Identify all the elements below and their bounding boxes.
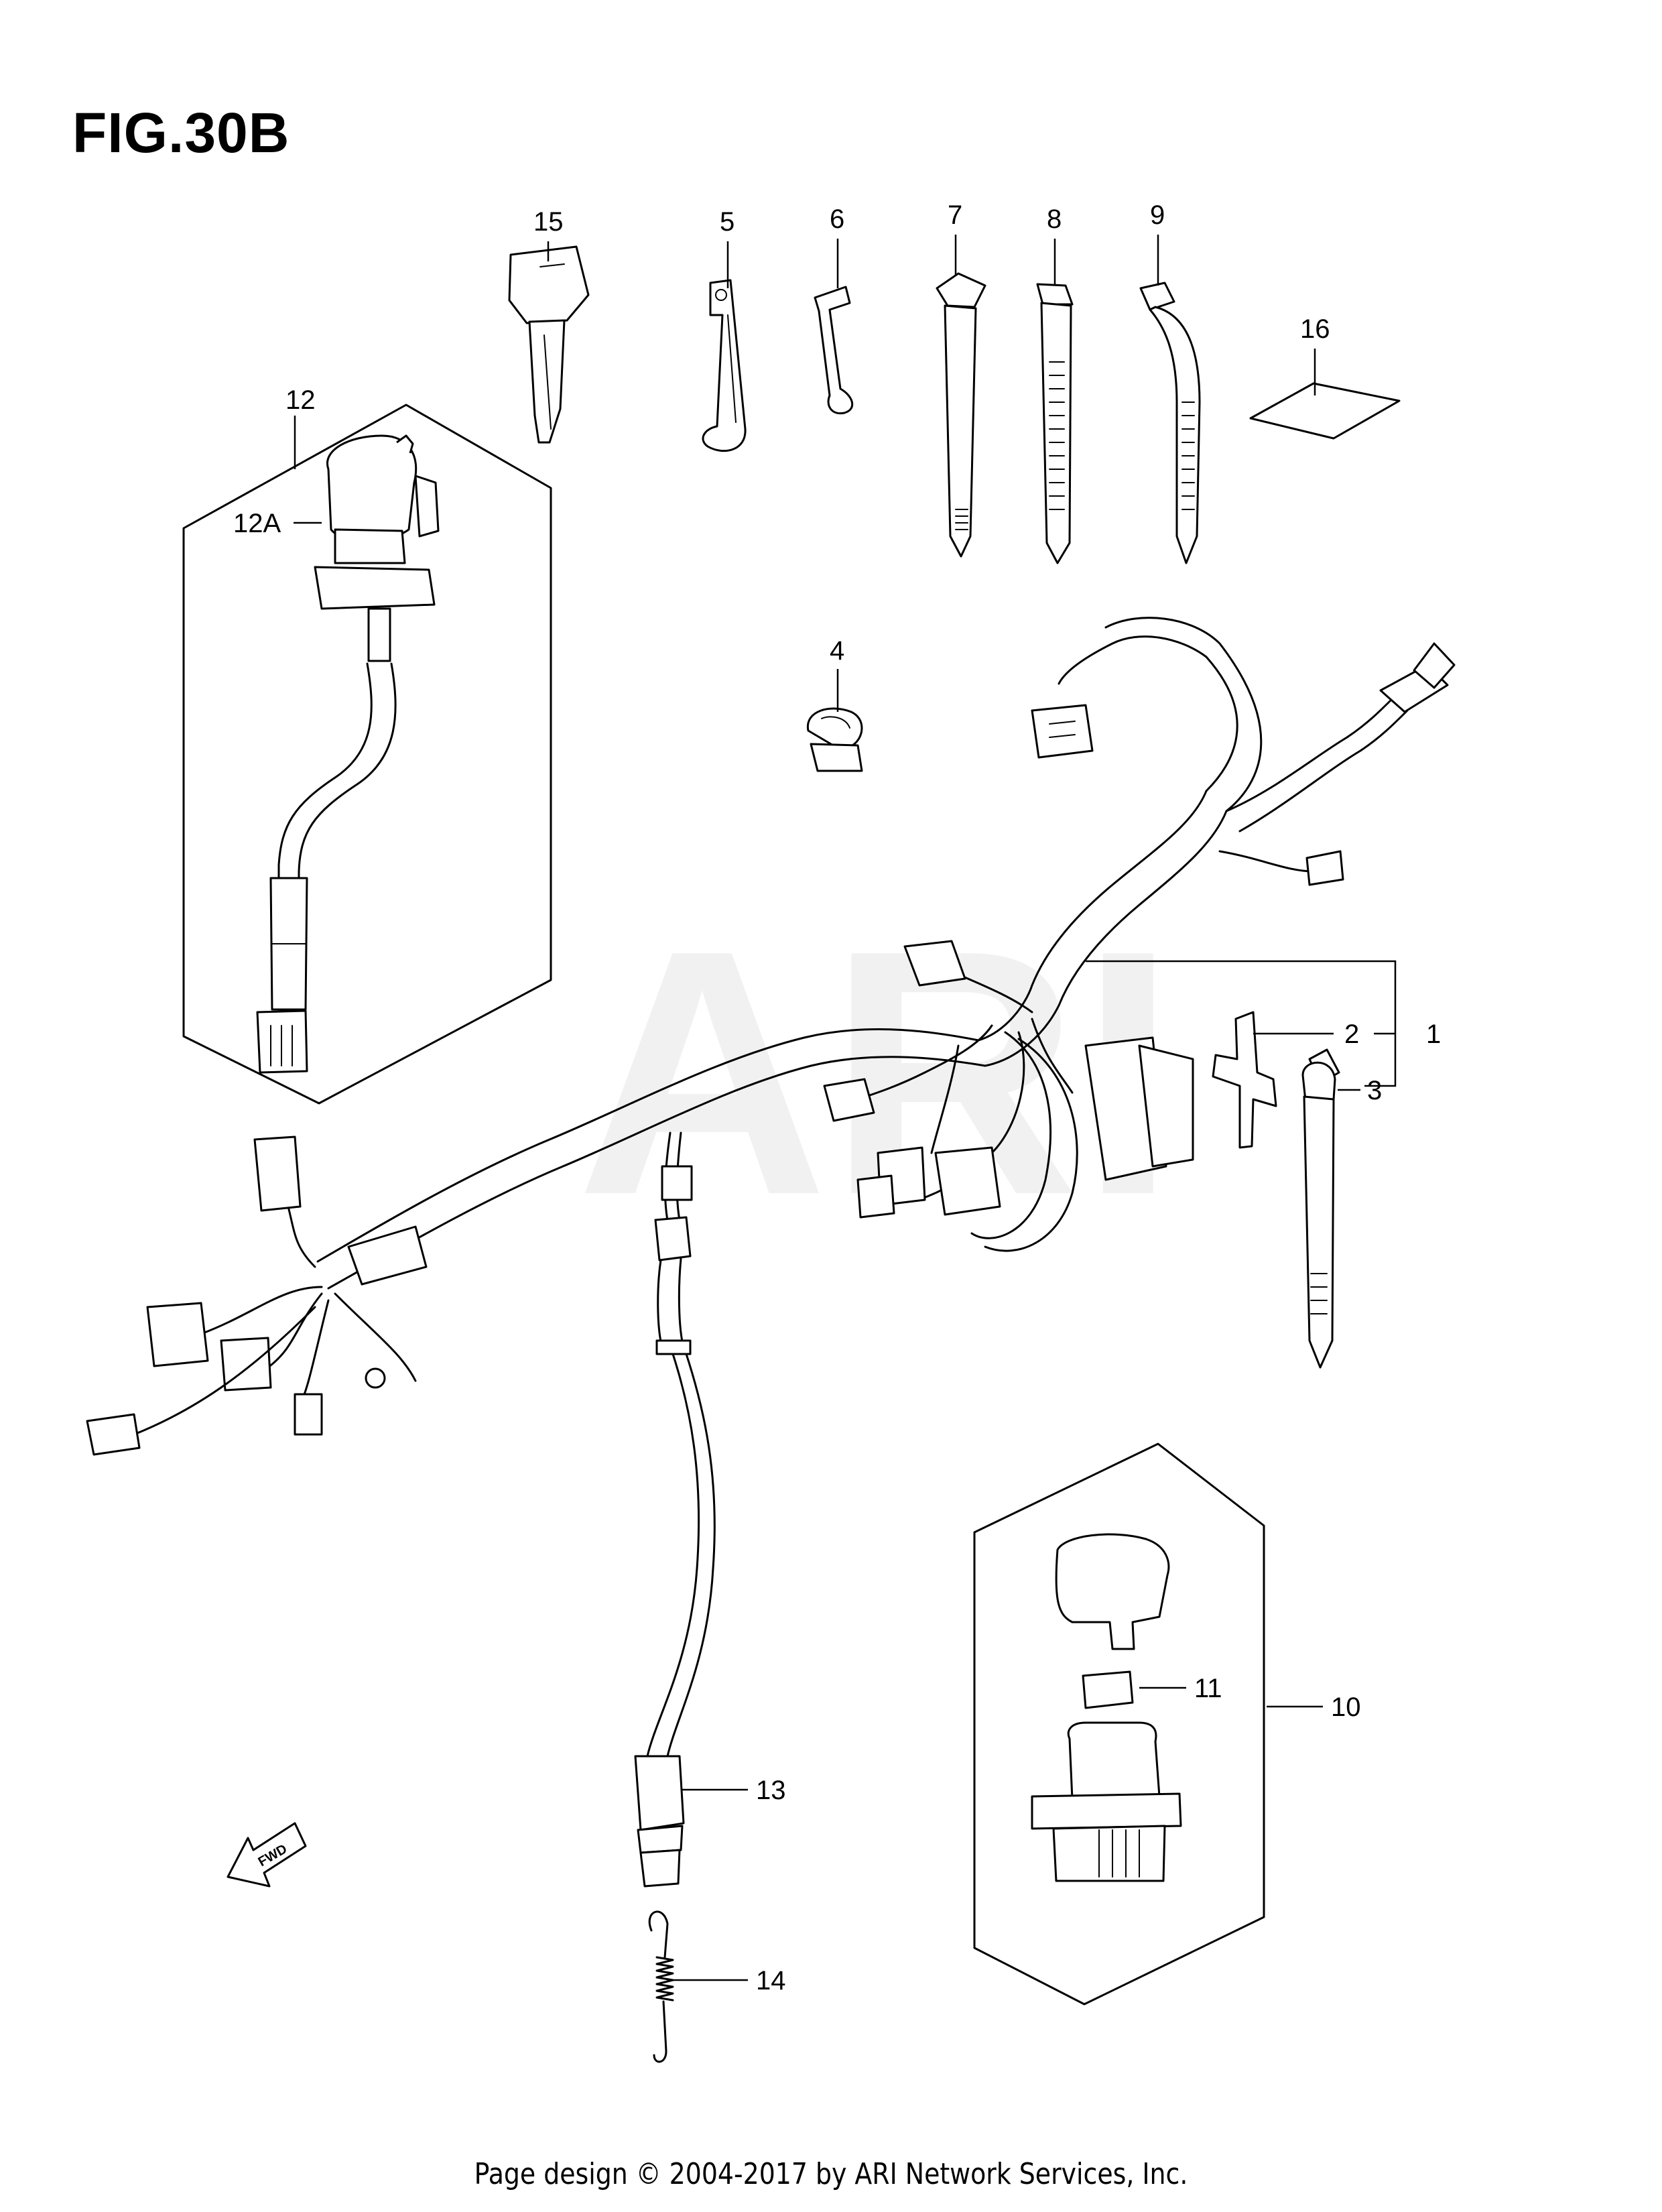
callout-15: 15 xyxy=(533,207,564,237)
callout-13: 13 xyxy=(756,1776,786,1805)
cable-tie-9 xyxy=(1139,282,1201,564)
callout-6: 6 xyxy=(830,204,844,234)
callout-10: 10 xyxy=(1331,1693,1361,1722)
ignition-switch-assy-12 xyxy=(182,404,552,1105)
callout-2: 2 xyxy=(1344,1020,1359,1049)
leader-lines xyxy=(294,235,1397,1981)
main-wiring-harness xyxy=(86,617,1456,1456)
callout-4: 4 xyxy=(830,636,844,666)
cable-tie-7 xyxy=(936,272,986,558)
callout-8: 8 xyxy=(1047,204,1062,234)
callout-9: 9 xyxy=(1150,200,1165,230)
return-spring-14 xyxy=(648,1910,674,2063)
callout-3: 3 xyxy=(1367,1076,1382,1105)
callout-7: 7 xyxy=(948,200,962,230)
callout-16: 16 xyxy=(1300,314,1330,344)
cable-tie-8 xyxy=(1036,283,1074,564)
warning-label-16 xyxy=(1249,382,1401,440)
callout-14: 14 xyxy=(756,1966,786,1995)
callout-12: 12 xyxy=(285,385,316,415)
clamp-tie-3 xyxy=(1301,1048,1340,1369)
figure-title: FIG.30B xyxy=(72,101,290,164)
ignition-key xyxy=(508,245,590,444)
harness-bracket-2 xyxy=(1212,1011,1277,1149)
callout-5: 5 xyxy=(720,207,734,237)
harness-clamp-4 xyxy=(806,707,863,772)
callout-1: 1 xyxy=(1426,1020,1441,1049)
starter-relay-assy-10 xyxy=(973,1442,1265,2006)
page-footer: Page design © 2004-2017 by ARI Network S… xyxy=(474,2157,1188,2191)
fwd-arrow-icon: FWD xyxy=(227,1822,307,1888)
callout-12a: 12A xyxy=(233,509,281,538)
callout-labels: 12 12A 15 5 6 7 8 9 16 4 1 2 3 11 10 13 … xyxy=(233,200,1441,1995)
wire-clip-6 xyxy=(814,286,854,415)
callout-11: 11 xyxy=(1194,1674,1222,1703)
wire-clamp-5 xyxy=(702,279,747,452)
neutral-switch-13 xyxy=(634,1216,716,1888)
